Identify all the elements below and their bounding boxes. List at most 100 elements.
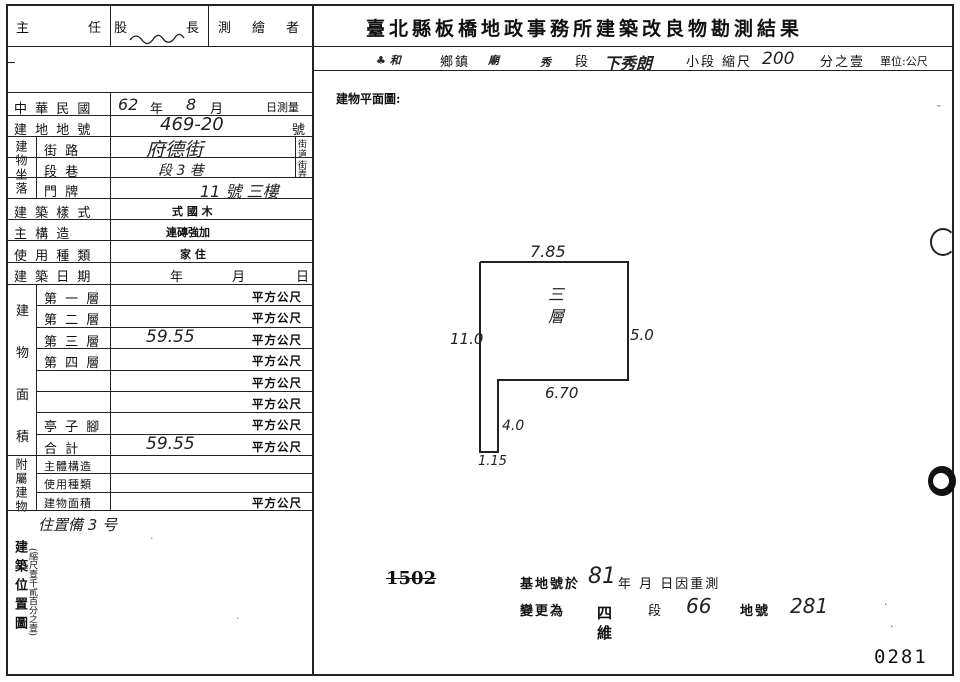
survey-date-day-label: 日測量: [266, 101, 299, 114]
frame-right: [952, 4, 954, 676]
note2-prefix: 變更為: [520, 604, 566, 619]
location-township-value: ♣ 和: [376, 54, 401, 67]
note2-lot: 66: [686, 594, 712, 618]
row-line: [6, 510, 313, 511]
location-section-label: 段: [575, 55, 591, 70]
survey-date-year-label: 年: [150, 102, 166, 117]
row-line: [6, 240, 313, 241]
location-subsection-label: 小段: [686, 55, 717, 70]
frame-top: [6, 4, 954, 6]
floor-plan: [479, 261, 629, 453]
street-value: 府德街: [146, 139, 204, 161]
area-row-label: 第 一 層: [44, 292, 102, 307]
location-subsection-name: 下秀朗: [604, 54, 653, 73]
page-number: 0281: [874, 646, 928, 668]
annex-row-unit: 平方公尺: [252, 496, 302, 510]
area-row-line: [36, 305, 313, 306]
survey-date-month-label: 月: [210, 102, 226, 117]
area-row-line: [36, 348, 313, 349]
plan-dim-lower-right: 4.0: [502, 418, 525, 434]
area-group-char: 物: [16, 346, 32, 361]
area-row-value: 59.55: [146, 434, 195, 454]
role-label-measure: 測: [218, 21, 234, 36]
structure-value: 連磚強加: [166, 226, 210, 239]
row-line: [6, 219, 313, 220]
area-row-value: 59.55: [146, 327, 195, 347]
survey-date-label: 中 華 民 國: [14, 102, 93, 117]
door-value: 11 號 三樓: [200, 182, 279, 201]
area-row-unit: 平方公尺: [252, 418, 302, 432]
location-group-label: 建物坐落: [14, 140, 28, 196]
main-divider: [312, 4, 314, 676]
role-label-draw: 繪: [252, 21, 268, 36]
area-row-label: 第 三 層: [44, 335, 102, 350]
annex-row-label: 主體構造: [44, 460, 92, 473]
plan-label: 建物平面圖:: [336, 92, 401, 106]
lot-number-value: 469-20: [160, 114, 224, 135]
row-line: [6, 455, 313, 456]
role-label-office: 任: [88, 21, 104, 36]
punch-hole-upper: [930, 228, 956, 256]
area-row-label: 合 計: [44, 442, 81, 457]
area-row-line: [36, 327, 313, 328]
plan-dim-top: 7.85: [530, 242, 566, 261]
row-line: [6, 115, 313, 116]
usage-label: 使 用 種 類: [14, 249, 93, 264]
chief-signature: [129, 33, 185, 45]
dash-mark: [8, 62, 15, 63]
style-label: 建 築 樣 式: [14, 206, 93, 221]
position-sublabel: (縮尺壹千貳百分之壹): [27, 548, 37, 637]
role-label-section: 股: [114, 21, 130, 36]
lane-value: 段 3 巷: [158, 163, 204, 179]
row-line: [6, 157, 313, 158]
lane-label: 段 巷: [44, 165, 81, 180]
annex-row-label: 建物面積: [44, 497, 92, 510]
street-label: 街 路: [44, 144, 81, 159]
row-line: [6, 284, 313, 285]
annex-group-label: 附屬建物: [14, 458, 28, 514]
lot-number-suffix: 號: [292, 123, 308, 138]
area-row-unit: 平方公尺: [252, 376, 302, 390]
position-note: 住置備 3 号: [38, 516, 118, 534]
area-row-unit: 平方公尺: [252, 290, 302, 304]
style-value: 式 國 木: [172, 205, 213, 218]
unit-label: 單位:公尺: [880, 55, 928, 68]
annex-row-line: [36, 492, 313, 493]
role-label-supervisor: 主: [16, 21, 32, 36]
note2-section-name: 四: [597, 604, 613, 622]
note1-year: 81: [588, 564, 616, 589]
area-row-unit: 平方公尺: [252, 354, 302, 368]
row-line: [6, 198, 313, 199]
role-label-chief: 長: [186, 21, 202, 36]
build-date-day: 日: [296, 270, 312, 285]
area-row-line: [36, 391, 313, 392]
survey-date-year: 62: [118, 95, 139, 114]
document-title: 臺北縣板橋地政事務所建築改良物勘測結果: [366, 18, 804, 40]
usage-value: 家 住: [180, 248, 206, 261]
col-divider-label: [110, 92, 111, 510]
area-row-unit: 平方公尺: [252, 440, 302, 454]
survey-date-month: 8: [186, 95, 197, 114]
note2-section-label: 段: [648, 604, 664, 619]
area-row-label: 亭 子 腳: [44, 420, 102, 435]
plan-dim-right: 5.0: [630, 326, 654, 344]
area-row-unit: 平方公尺: [252, 397, 302, 411]
col-divider-group: [36, 137, 37, 198]
structure-label: 主 構 造: [14, 227, 72, 242]
area-group-char: 積: [16, 430, 32, 445]
scale-label: 縮尺: [722, 55, 753, 70]
area-row-unit: 平方公尺: [252, 333, 302, 347]
row-line: [6, 177, 313, 178]
plan-dim-step: 6.70: [545, 384, 579, 402]
area-group-char: 建: [16, 304, 32, 319]
note1-prefix: 基地號於: [520, 577, 581, 592]
note2-lot-label: 地號: [740, 604, 771, 619]
area-row-unit: 平方公尺: [252, 311, 302, 325]
annex-row-line: [36, 473, 313, 474]
frame-left: [6, 4, 8, 676]
note2-section-second: 維: [597, 624, 613, 642]
area-row-line: [36, 370, 313, 371]
plan-floor-label: 三層: [545, 286, 564, 330]
position-label: 建築位置圖: [12, 540, 27, 635]
